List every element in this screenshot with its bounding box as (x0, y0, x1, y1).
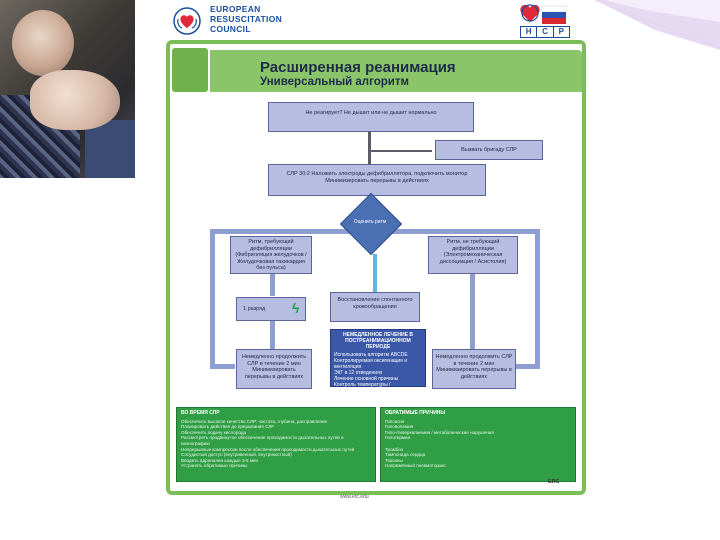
footer-url: www.erc.edu (340, 494, 369, 500)
erc-name: EUROPEAN RESUSCITATION COUNCIL (210, 4, 282, 34)
during-item: Обеспечить высокое качество СЛР: частота… (181, 418, 328, 424)
decorative-background (595, 0, 720, 50)
post-item: Контроль температуры / терапевтическая г… (334, 382, 402, 394)
ncpr-logo-icon (520, 4, 567, 24)
call-team-box: Вызвать бригаду СЛР (435, 140, 543, 160)
post-item: Использовать алгоритм ABCDE (334, 352, 408, 358)
ncpr-letters: Н С Р (520, 26, 570, 38)
cause-item: Тампонада сердца (385, 452, 426, 458)
poster-title: Расширенная реанимация (260, 59, 456, 76)
erc-line-2: RESUSCITATION (210, 14, 283, 24)
cause-item: Гипо-/гиперкалиемия / метаболические нар… (385, 429, 494, 435)
during-cpr-header: ВО ВРЕМЯ СЛР (181, 410, 220, 416)
title-band: Расширенная реанимация Универсальный алг… (210, 50, 582, 92)
during-item: Обеспечить подачу кислорода (181, 429, 247, 435)
loop-pipe (210, 229, 215, 369)
right-resume-box: Немедленно продолжить СЛР в течение 2 ми… (432, 349, 516, 389)
rosc-box: Восстановление спонтанного кровообращени… (330, 292, 420, 322)
loop-pipe (535, 229, 540, 369)
cpr-photo (0, 0, 135, 178)
cause-item: Напряжённый пневмоторакс (385, 463, 446, 469)
heart-lungs-logo-icon (173, 7, 201, 35)
loop-pipe (270, 319, 275, 349)
erc-mark: ERC (548, 479, 560, 485)
erc-line-1: EUROPEAN (210, 4, 261, 14)
assess-text: Оценить ритм (353, 219, 387, 225)
rosc-arrow (373, 254, 377, 294)
loop-pipe (270, 266, 275, 296)
during-item: Вводить адреналин каждые 3-5 мин (181, 457, 259, 463)
connector (368, 150, 432, 152)
post-item: ЭКГ в 12 отведениях (334, 370, 383, 376)
shock-label: 1 разряд (243, 306, 266, 312)
ncpr-letter-3: Р (558, 27, 564, 36)
erc-line-3: COUNCIL (210, 24, 251, 34)
shockable-box: Ритм, требующий дефибрилляции (Фибрилляц… (230, 236, 312, 274)
reversible-causes-box: ОБРАТИМЫЕ ПРИЧИНЫ Гипоксия Гиповолемия Г… (380, 407, 576, 482)
nonshockable-box: Ритм, не требующий дефибрилляции (Электр… (428, 236, 518, 274)
loop-pipe (515, 364, 540, 369)
connector (368, 132, 371, 164)
causes-header: ОБРАТИМЫЕ ПРИЧИНЫ (385, 410, 446, 416)
post-resus-header: НЕМЕДЛЕННОЕ ЛЕЧЕНИЕ В ПОСТРЕАНИМАЦИОННОМ… (343, 332, 413, 350)
loop-pipe (380, 229, 540, 234)
during-item: Непрерывные компрессии после обеспечения… (181, 446, 355, 452)
post-resus-box: НЕМЕДЛЕННОЕ ЛЕЧЕНИЕ В ПОСТРЕАНИМАЦИОННОМ… (330, 329, 426, 394)
loop-pipe (210, 364, 235, 369)
cause-item: Гиповолемия (385, 424, 414, 430)
loop-pipe (470, 266, 475, 349)
during-item: Планировать действия до прерывания СЛР (181, 424, 275, 430)
ncpr-letter-2: С (537, 27, 554, 37)
poster-frame: Расширенная реанимация Универсальный алг… (166, 40, 586, 495)
cause-item: Гипоксия (385, 418, 405, 424)
title-illustration (172, 48, 208, 92)
cause-item: Тромбоз (385, 446, 404, 452)
lightning-icon: ϟ (292, 300, 300, 316)
post-item: Контролируемая оксигенация и вентиляция (334, 358, 408, 370)
loop-pipe (210, 229, 360, 234)
during-item: Рассмотреть продвинутое обеспечение прох… (181, 435, 344, 446)
cpr-box: СЛР 30:2 Наложить электроды дефибриллято… (268, 164, 486, 196)
shock-box: 1 разряд (236, 297, 306, 321)
during-item: Устранять обратимые причины (181, 463, 248, 469)
left-resume-box: Немедленно продолжить СЛР в течение 2 ми… (236, 349, 312, 389)
poster-subtitle: Универсальный алгоритм (260, 76, 410, 88)
during-cpr-box: ВО ВРЕМЯ СЛР Обеспечить высокое качество… (176, 407, 376, 482)
post-item: Лечение основной причины (334, 376, 399, 382)
ncpr-letter-1: Н (521, 27, 538, 37)
during-item: Сосудистый доступ (внутривенный, внутрик… (181, 452, 292, 458)
cause-item: Токсины (385, 457, 403, 463)
als-poster: EUROPEAN RESUSCITATION COUNCIL Н С Р Рас… (160, 0, 592, 505)
unresponsive-box: Не реагирует? Не дышит или не дышит норм… (268, 102, 474, 132)
cause-item: Гипотермия (385, 435, 411, 441)
